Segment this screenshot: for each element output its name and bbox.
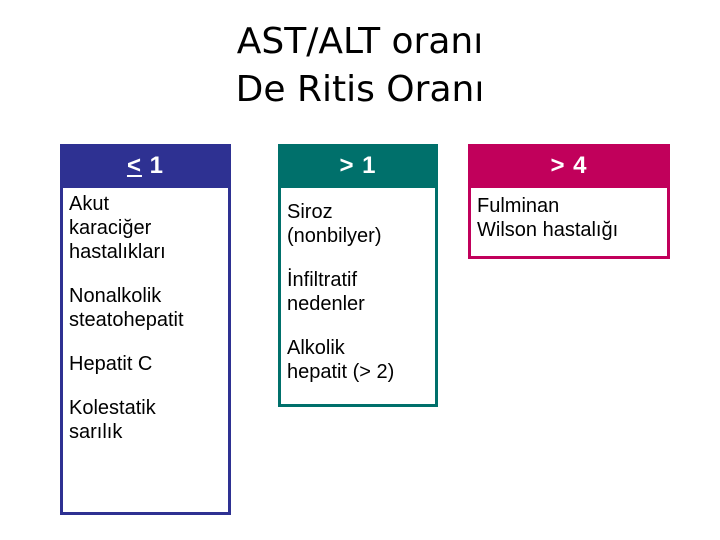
column-header: > 4: [468, 144, 670, 188]
list-item: Kolestatik sarılık: [69, 397, 156, 443]
column-body: Akut karaciğer hastalıkları Nonalkolik s…: [60, 188, 231, 515]
list-item: Alkolik hepatit (> 2): [287, 337, 395, 383]
column-header: < 1: [60, 144, 231, 188]
slide-title: AST/ALT oranı De Ritis Oranı: [0, 18, 720, 114]
list-item: Akut karaciğer hastalıkları: [69, 193, 166, 263]
list-item: Hepatit C: [69, 353, 153, 375]
header-symbol: >: [550, 152, 566, 179]
column-less-than-1: < 1 Akut karaciğer hastalıkları Nonalkol…: [60, 144, 231, 515]
list-item: Siroz (nonbilyer): [287, 201, 382, 247]
list-item: Fulminan Wilson hastalığı: [477, 195, 619, 241]
header-value: 1: [362, 152, 377, 179]
header-value: 4: [573, 152, 588, 179]
title-line-1: AST/ALT oranı: [236, 21, 484, 62]
column-header: > 1: [278, 144, 438, 188]
list-item: İnfiltratif nedenler: [287, 269, 365, 315]
column-greater-than-1: > 1 Siroz (nonbilyer) İnfiltratif nedenl…: [278, 144, 438, 407]
header-symbol: >: [339, 152, 355, 179]
column-body: Siroz (nonbilyer) İnfiltratif nedenler A…: [278, 188, 438, 407]
header-value: 1: [149, 152, 165, 179]
column-greater-than-4: > 4 Fulminan Wilson hastalığı: [468, 144, 670, 259]
column-body: Fulminan Wilson hastalığı: [468, 188, 670, 259]
header-symbol: <: [126, 152, 142, 179]
list-item: Nonalkolik steatohepatit: [69, 285, 184, 331]
title-line-2: De Ritis Oranı: [235, 69, 485, 110]
